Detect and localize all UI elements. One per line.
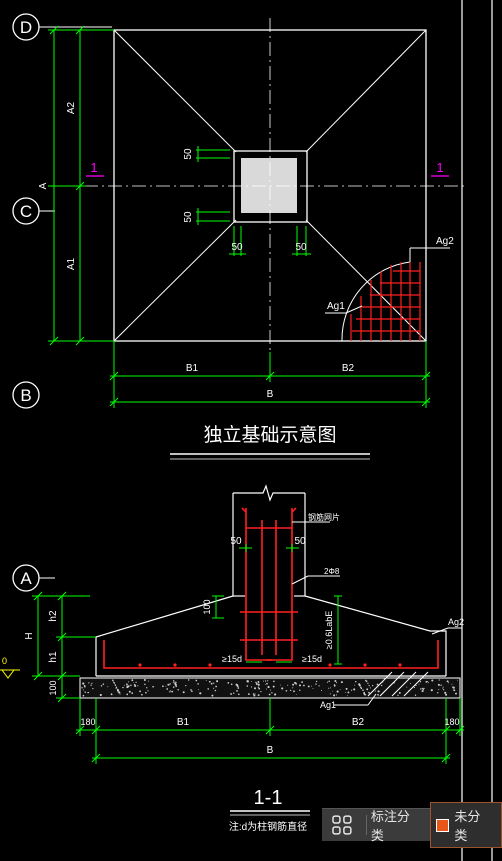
elevation-marker [0,669,20,679]
dim-50-right: 50 [295,242,307,253]
axis-bubble-a: A [12,564,55,592]
dim-B: B [267,389,274,400]
label-ag2-plan: Ag2 [436,236,454,247]
dim-B2-sec: B2 [352,717,365,728]
plan-title: 独立基础示意图 [203,424,336,446]
grid-icon[interactable] [330,813,354,837]
dim-100-bottom: 100 [48,680,58,695]
dim-A1: A1 [66,257,77,270]
section-mark-left: 1 [90,160,97,175]
section-title: 1-1 [254,787,283,809]
unclassified-color-swatch [436,818,450,832]
footing-outline [95,595,234,676]
axis-bubble-b: B [12,381,40,409]
dim-B1-sec: B1 [177,717,190,728]
foundation-section: Ag1 Ag2 钢筋网片 2Φ8 50 50 100 [0,484,465,833]
unclassified-category-button[interactable]: 未分类 [430,802,502,848]
label-ag1-plan: Ag1 [327,301,345,312]
dim-H: H [24,632,35,639]
dim-50-bottom: 50 [183,211,194,223]
section-mark-right: 1 [436,160,443,175]
dim-hook-right: ≥15d [302,654,322,664]
section-note: 注:d为柱钢筋直径 [229,820,307,833]
dim-180-right: 180 [444,717,459,727]
dim-B1: B1 [186,363,199,374]
svg-text:A: A [20,569,32,588]
dim-anchor: ≥0.6LabE [324,611,334,649]
dim-B-sec: B [267,745,274,756]
dim-100-sec: 100 [202,599,212,614]
rebar-mesh-detail: Ag2 Ag1 [325,236,454,342]
dim-50-left: 50 [231,242,243,253]
svg-text:B: B [20,386,31,405]
foundation-plan: 1 1 50 50 50 50 [38,18,466,460]
dim-B2: B2 [342,363,355,374]
dim-50-top: 50 [183,148,194,160]
pedestal-outline [233,150,308,223]
label-ag2-section: Ag2 [448,617,464,627]
elevation-label: 0 [2,656,7,666]
svg-text:D: D [20,18,32,37]
dim-50-right-sec: 50 [294,536,306,547]
dim-A: A [38,182,49,189]
label-ag1-section: Ag1 [320,700,336,710]
label-stirrup: 2Φ8 [324,567,340,576]
dim-h2: h2 [48,610,59,622]
break-line [233,484,305,502]
bottom-mesh-dots [138,663,402,667]
unclassified-label: 未分类 [454,809,481,843]
dim-A2: A2 [66,101,77,114]
axis-bubble-d: D [12,13,112,41]
column-section [241,158,297,213]
label-column-rebar: 钢筋网片 [308,512,340,522]
dim-h1: h1 [48,651,59,663]
svg-text:C: C [20,202,32,221]
axis-bubble-c: C [12,197,55,225]
dim-50-left-sec: 50 [230,536,242,547]
legend-separator [365,815,367,835]
bedding-hatch [81,679,458,697]
annotation-legend-bar: 标注分类 未分类 [322,802,502,848]
dim-hook-left: ≥15d [222,654,242,664]
annotation-category-label[interactable]: 标注分类 [370,809,410,843]
dim-180-left: 180 [80,717,95,727]
